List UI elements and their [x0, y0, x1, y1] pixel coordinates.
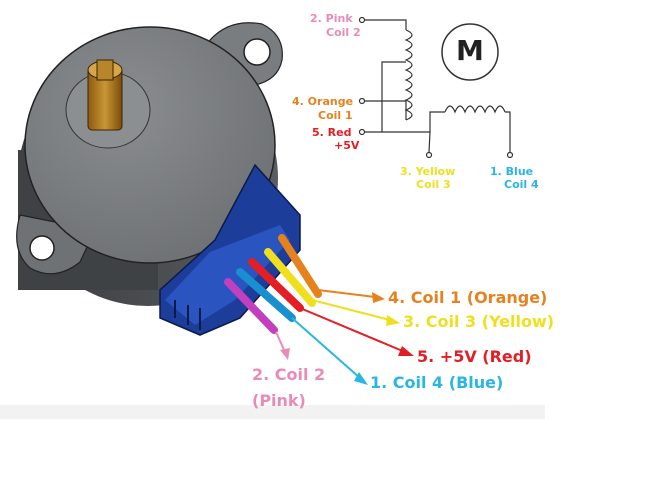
schematic-orange-label: 4. Orange	[292, 95, 354, 108]
wire-orange-stub	[278, 234, 322, 298]
schematic-pink-label: 2. Pink	[310, 12, 353, 25]
terminal-orange	[358, 97, 366, 105]
schematic-blue-label: 1. Blue	[490, 165, 534, 178]
terminal-blue	[506, 151, 514, 159]
schematic-pink-sub: Coil 2	[326, 26, 361, 39]
label-coil2-pink-line1: 2. Coil 2	[252, 365, 326, 384]
label-coil3-yellow: 3. Coil 3 (Yellow)	[403, 312, 555, 331]
shaft-flat	[96, 59, 114, 81]
arrow-pink	[275, 331, 290, 360]
schematic-orange-sub: Coil 1	[318, 109, 353, 122]
connector-ribs	[174, 300, 201, 330]
terminal-yellow	[425, 151, 433, 159]
wire-red-stub	[248, 258, 304, 312]
label-5v-red: 5. +5V (Red)	[417, 347, 532, 366]
schematic-yellow-sub: Coil 3	[416, 178, 451, 191]
label-coil2-pink-line2: (Pink)	[252, 391, 306, 410]
vertical-coil	[404, 29, 413, 121]
arrow-red	[299, 307, 414, 356]
arrow-blue	[291, 317, 368, 385]
motor-symbol-letter: M	[456, 34, 484, 67]
mount-hole-right	[243, 38, 271, 66]
schematic-yellow-label: 3. Yellow	[400, 165, 456, 178]
connector-face	[165, 225, 290, 325]
wire-pink-stub	[224, 278, 278, 334]
floor-shadow	[0, 405, 545, 419]
motor-symbol-circle	[441, 23, 499, 81]
terminal-red	[358, 128, 366, 136]
mount-hole-left	[29, 235, 55, 261]
schematic	[358, 16, 514, 159]
arrow-yellow	[311, 299, 400, 326]
terminal-pink	[358, 16, 366, 24]
schematic-blue-sub: Coil 4	[504, 178, 539, 191]
schematic-red-label: 5. Red	[312, 126, 352, 139]
horizontal-coil	[444, 105, 506, 114]
arrow-orange	[317, 289, 385, 303]
wire-yellow-stub	[264, 248, 316, 307]
label-coil1-orange: 4. Coil 1 (Orange)	[388, 288, 548, 307]
schematic-red-sub: +5V	[334, 139, 360, 152]
wire-blue-stub	[236, 268, 296, 322]
label-coil4-blue: 1. Coil 4 (Blue)	[370, 373, 504, 392]
